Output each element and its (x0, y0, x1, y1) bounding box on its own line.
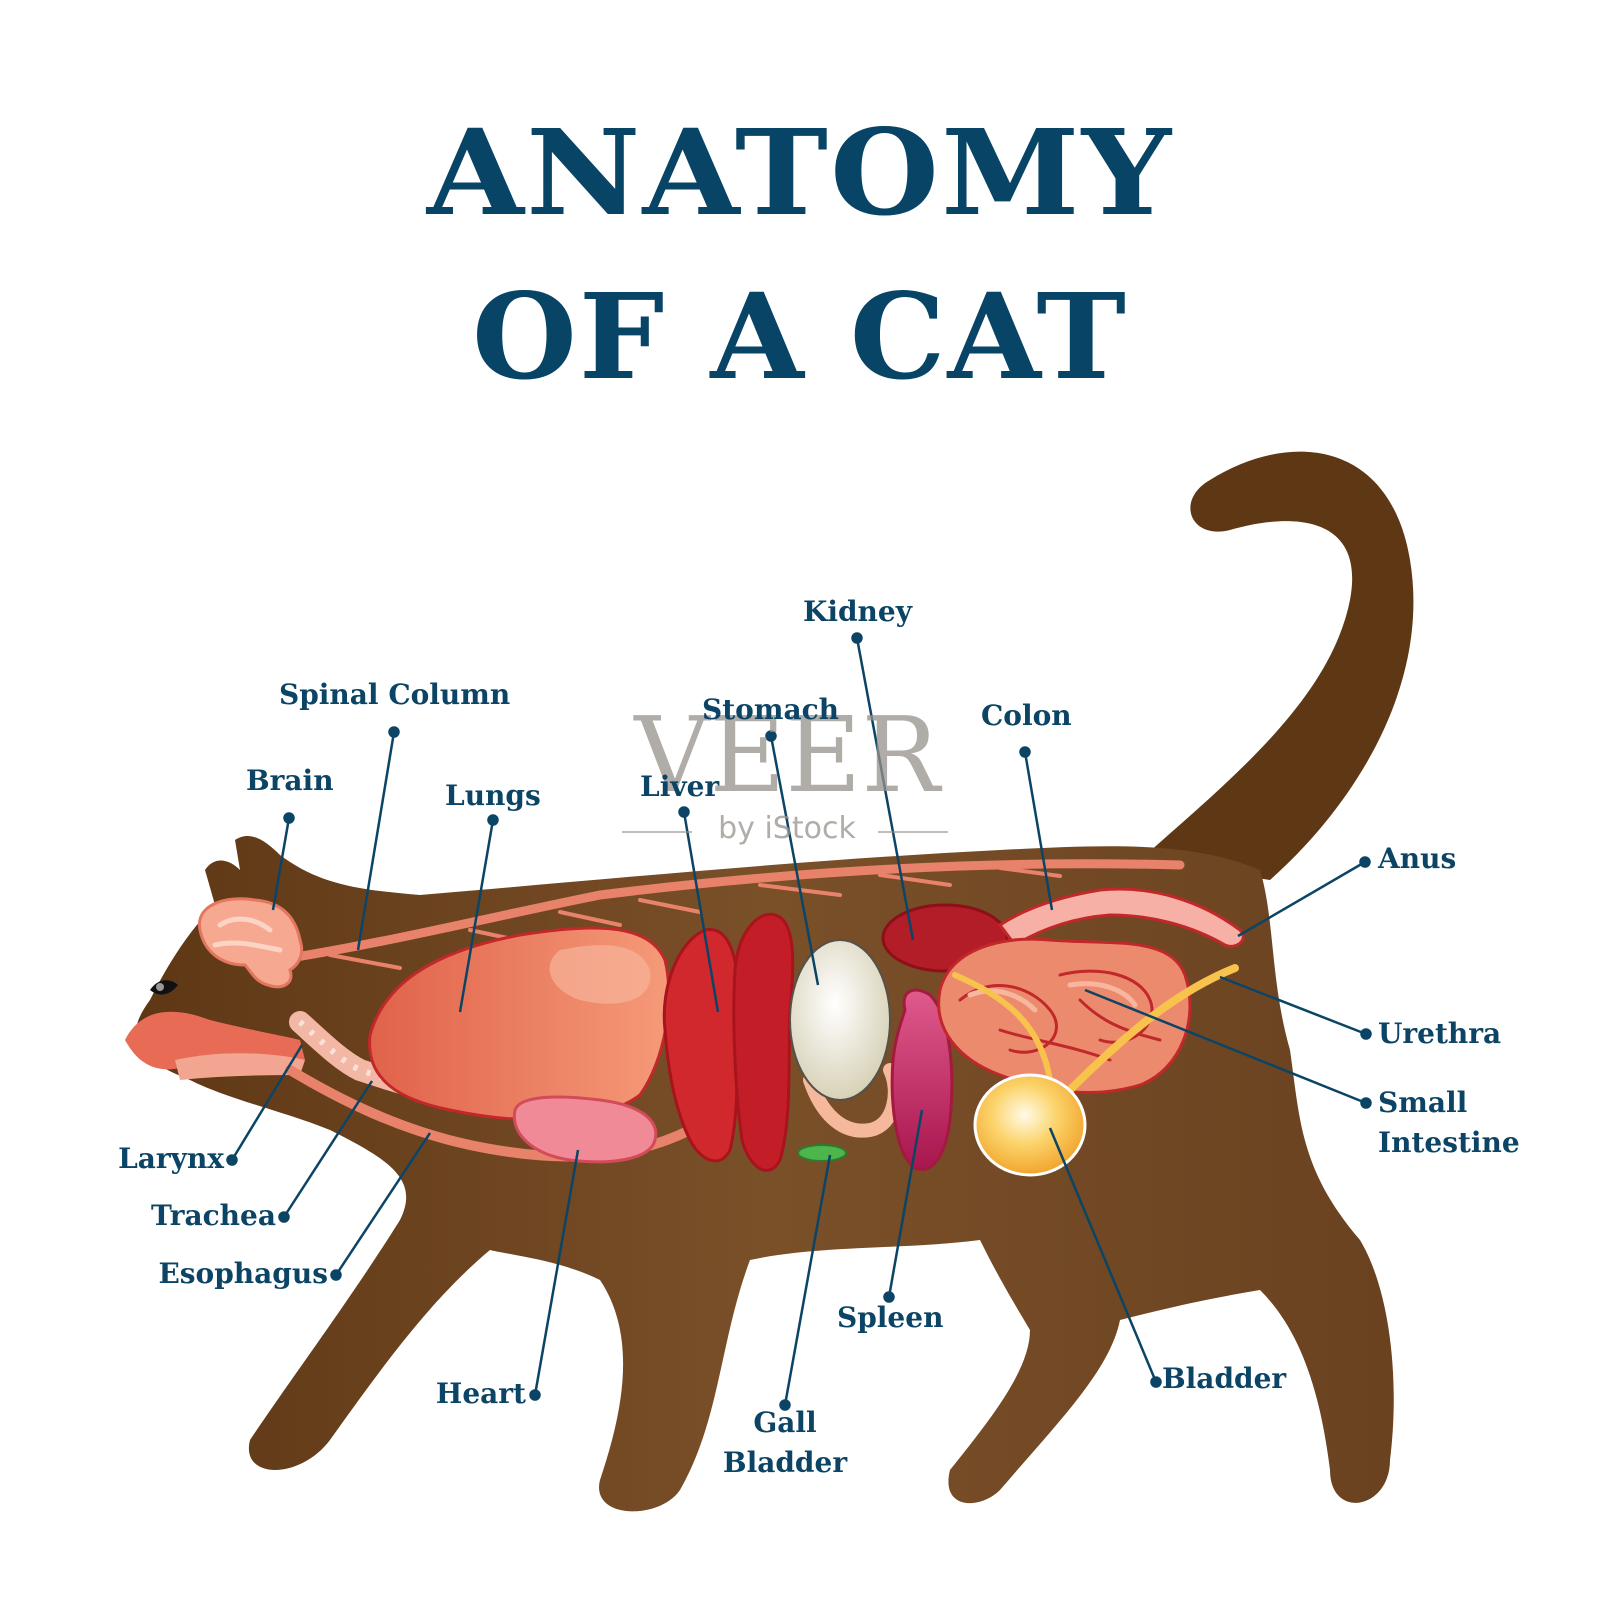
page-title-line-1: ANATOMY (426, 103, 1174, 242)
small-intestine (937, 937, 1192, 1094)
label-esophagus: Esophagus (158, 1257, 328, 1290)
label-small-intestine-line1: Small (1378, 1086, 1468, 1119)
label-stomach: Stomach (702, 693, 840, 726)
watermark-rule-right (878, 831, 948, 833)
cat-tail (1140, 451, 1414, 880)
bladder (973, 1073, 1087, 1177)
cat-eye (150, 980, 178, 995)
cat-head-details (125, 980, 305, 1080)
page-title-line-2: OF A CAT (472, 267, 1128, 406)
brain (198, 897, 304, 989)
label-anus: Anus (1378, 842, 1457, 875)
label-trachea: Trachea (150, 1199, 276, 1232)
colon (997, 887, 1245, 948)
label-brain: Brain (246, 764, 334, 797)
label-heart: Heart (435, 1377, 526, 1410)
label-urethra: Urethra (1378, 1017, 1502, 1050)
label-gall-bladder-line2: Bladder (722, 1446, 848, 1479)
urinary-tract (952, 964, 1239, 1177)
label-spleen: Spleen (837, 1301, 944, 1334)
label-bladder: Bladder (1162, 1362, 1287, 1395)
label-gall-bladder-line1: Gall (753, 1406, 817, 1439)
label-spinal-column: Spinal Column (279, 678, 511, 711)
label-larynx: Larynx (118, 1142, 224, 1175)
gall-bladder (797, 1144, 847, 1162)
label-lungs: Lungs (445, 779, 541, 812)
heart (512, 1095, 658, 1164)
liver (662, 912, 795, 1172)
label-small-intestine-line2: Intestine (1378, 1126, 1520, 1159)
leader-lines (226, 632, 1372, 1411)
spleen (890, 988, 954, 1172)
lungs (368, 926, 671, 1122)
label-kidney: Kidney (803, 595, 912, 628)
label-liver: Liver (640, 770, 720, 803)
watermark-rule-left (622, 831, 692, 833)
label-colon: Colon (981, 699, 1072, 732)
